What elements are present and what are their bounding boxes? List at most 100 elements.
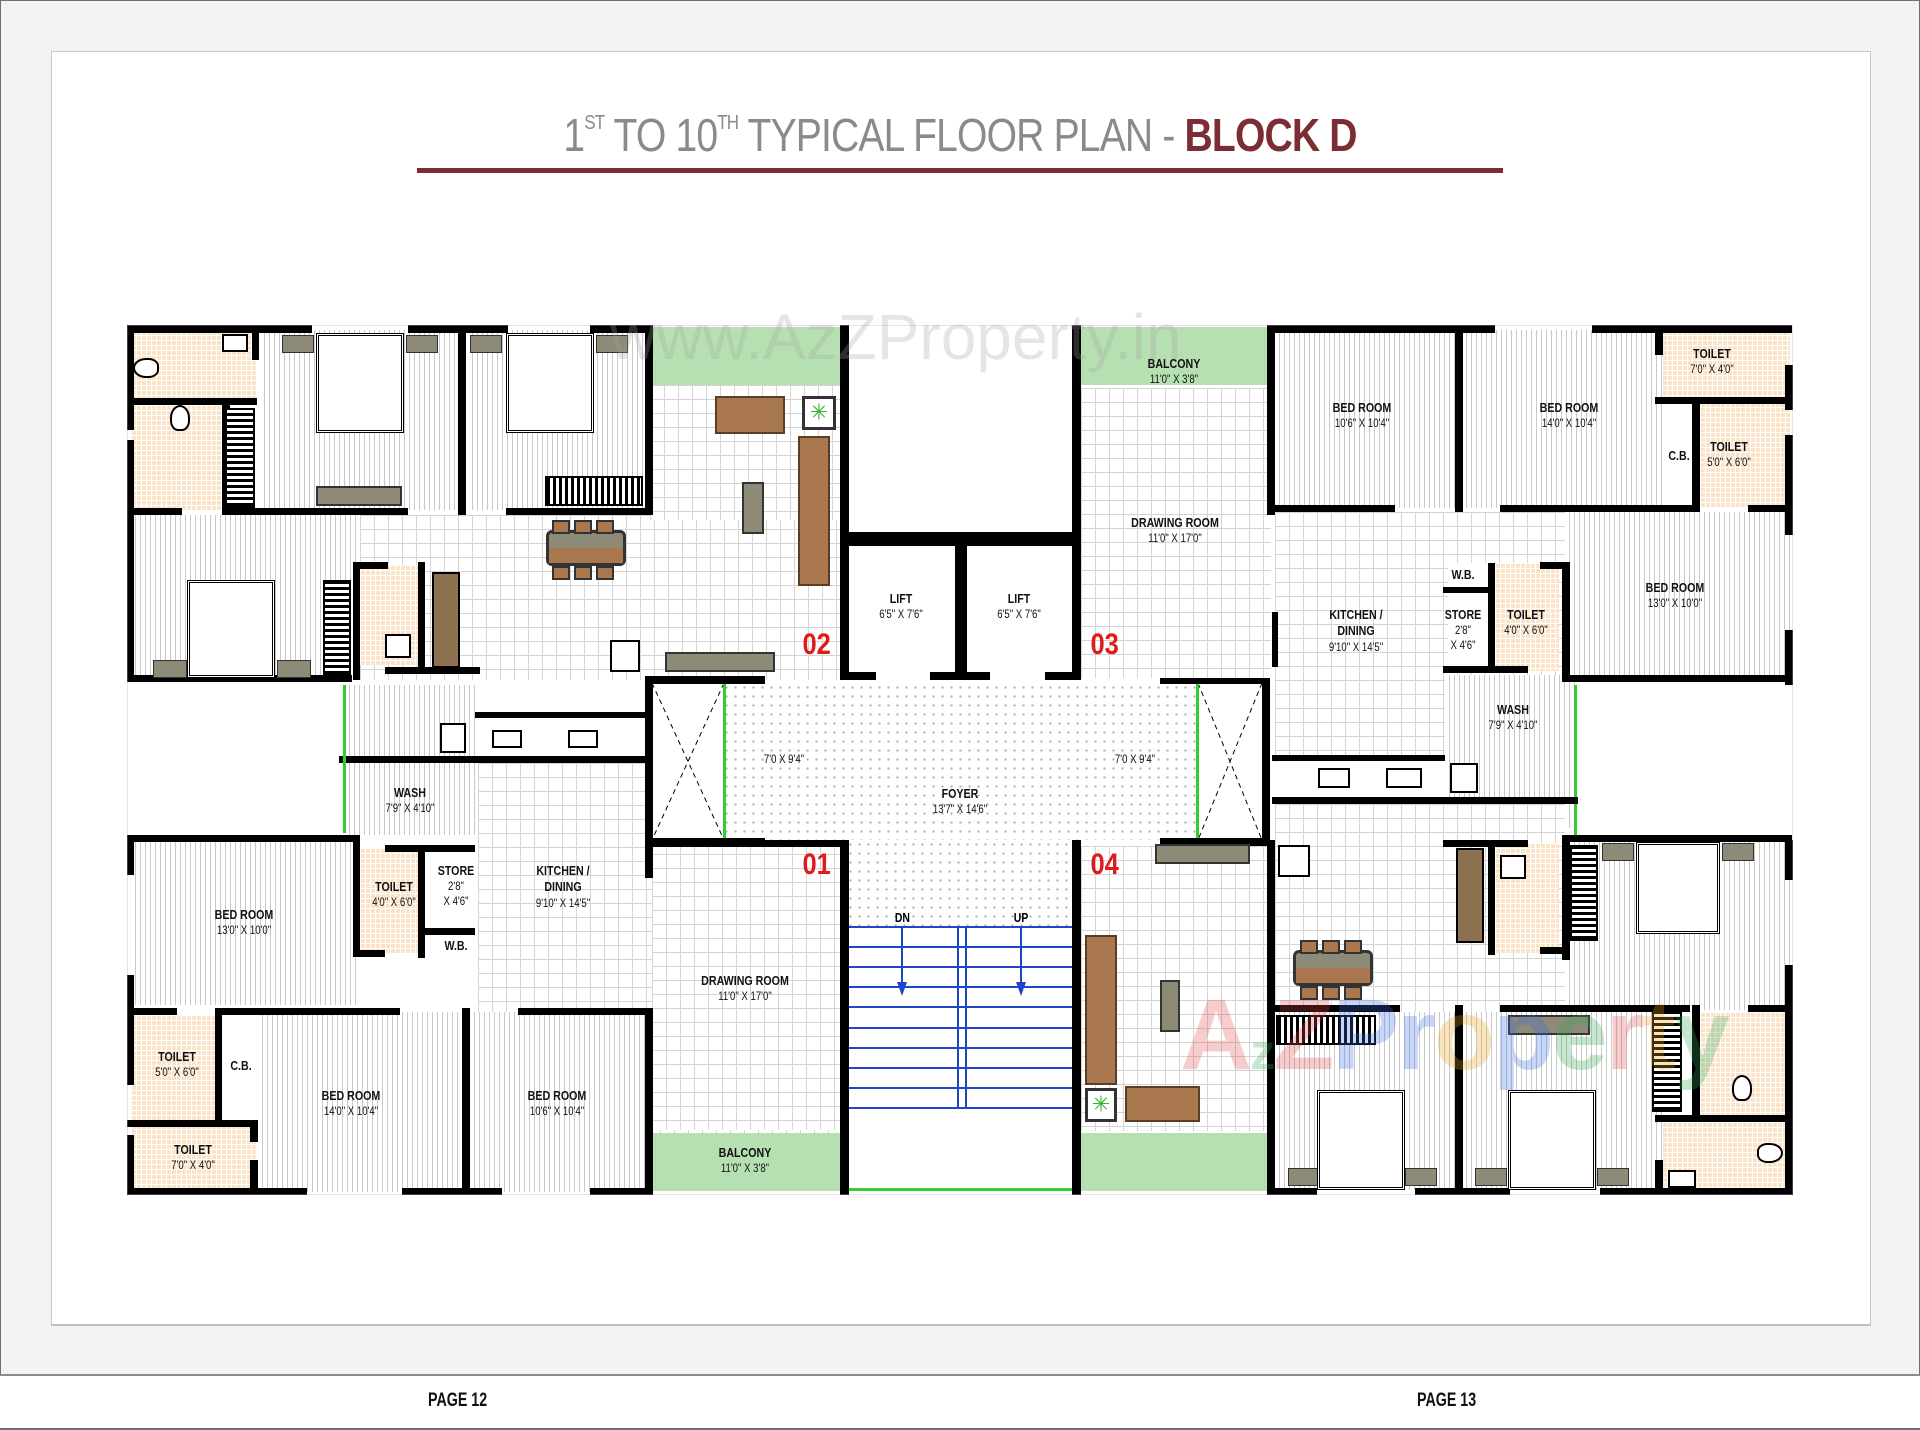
wardrobe: [225, 408, 255, 508]
hob: [1318, 768, 1350, 788]
fridge: [1450, 763, 1478, 793]
wall: [250, 1120, 258, 1142]
wall: [1655, 397, 1793, 404]
side-table: [1602, 843, 1634, 861]
block-name: BLOCK D: [1184, 109, 1358, 161]
wall: [252, 325, 259, 360]
wall: [1455, 1005, 1463, 1195]
stair-railing: [957, 926, 959, 1109]
wall: [1267, 325, 1275, 515]
chair: [596, 566, 614, 580]
wall: [840, 840, 849, 1195]
watermark: www.AzZProperty.in: [610, 301, 1182, 373]
wall: [418, 848, 425, 958]
wardrobe: [1276, 1015, 1376, 1045]
wall: [645, 838, 653, 878]
wall: [458, 330, 466, 515]
wall: [1562, 835, 1570, 960]
wall: [1072, 325, 1081, 680]
wall: [1272, 1005, 1400, 1012]
wall: [1600, 1188, 1793, 1195]
sink: [492, 730, 522, 748]
dining-table: [546, 530, 626, 566]
chair: [1344, 986, 1362, 1000]
balcony-02: [652, 327, 840, 385]
wall: [1272, 325, 1457, 333]
stair-edge: [848, 1188, 1072, 1191]
wall: [1540, 562, 1565, 569]
plant: [802, 396, 836, 430]
up-arrow-icon: [1016, 982, 1026, 996]
wall: [1562, 835, 1792, 842]
toilet-fixture: [1500, 855, 1526, 879]
side-table: [1597, 1168, 1629, 1186]
toilet-fixture: [170, 405, 190, 431]
wall: [402, 1188, 502, 1195]
balcony-03: [1081, 327, 1267, 385]
wall: [1785, 840, 1793, 880]
label-cb: C.B.: [1668, 448, 1690, 463]
page-title: 1ST TO 10TH TYPICAL FLOOR PLAN - BLOCK D: [144, 108, 1776, 162]
wall: [1748, 1005, 1793, 1012]
wall: [1785, 365, 1793, 410]
title-sup: ST: [584, 111, 605, 134]
dining-table: [1293, 950, 1373, 986]
wall: [1785, 630, 1793, 685]
wall: [1455, 330, 1463, 512]
bed: [1508, 1090, 1596, 1190]
tv-unit: [1508, 1015, 1590, 1035]
wall: [645, 676, 765, 684]
wall: [645, 838, 765, 846]
toilet-01b: [131, 1015, 221, 1120]
wall: [1045, 672, 1080, 680]
wall: [1655, 1160, 1663, 1195]
window: [1574, 685, 1577, 835]
side-table: [470, 335, 502, 353]
balcony-04: [1081, 1133, 1267, 1191]
watermark-logo: AzZProperty: [1180, 979, 1730, 1091]
wall: [840, 532, 1080, 546]
wall: [506, 508, 648, 515]
wall: [215, 1008, 222, 1126]
coffee-table: [742, 482, 764, 534]
unit-number-04: 04: [1090, 848, 1119, 881]
stair-tread: [848, 926, 1072, 928]
wall: [1160, 838, 1265, 846]
wall: [408, 325, 508, 333]
toilet-03a: [1662, 330, 1790, 397]
bedroom-01b: [258, 1012, 463, 1192]
wall: [127, 508, 182, 515]
wall: [339, 756, 645, 763]
store-01: [430, 848, 475, 956]
wall: [1267, 840, 1275, 1195]
wall: [645, 676, 653, 846]
down-arrow-icon: [901, 926, 903, 986]
wall: [1443, 666, 1528, 673]
wall: [127, 1135, 134, 1195]
drawing-room-01: [652, 840, 842, 1130]
wall: [1562, 562, 1570, 682]
toilet-fixture: [1757, 1143, 1783, 1163]
footer: [0, 1374, 1920, 1430]
wall: [1262, 676, 1270, 846]
stair-tread: [848, 1087, 1072, 1089]
shelf: [432, 572, 460, 668]
wall: [1562, 675, 1792, 682]
side-table: [282, 335, 314, 353]
bedroom-01a: [131, 840, 356, 1005]
sink: [1386, 768, 1422, 788]
sofa: [1085, 935, 1117, 1085]
up-arrow-icon: [1020, 926, 1022, 986]
wall: [353, 562, 360, 680]
wall: [353, 562, 388, 569]
